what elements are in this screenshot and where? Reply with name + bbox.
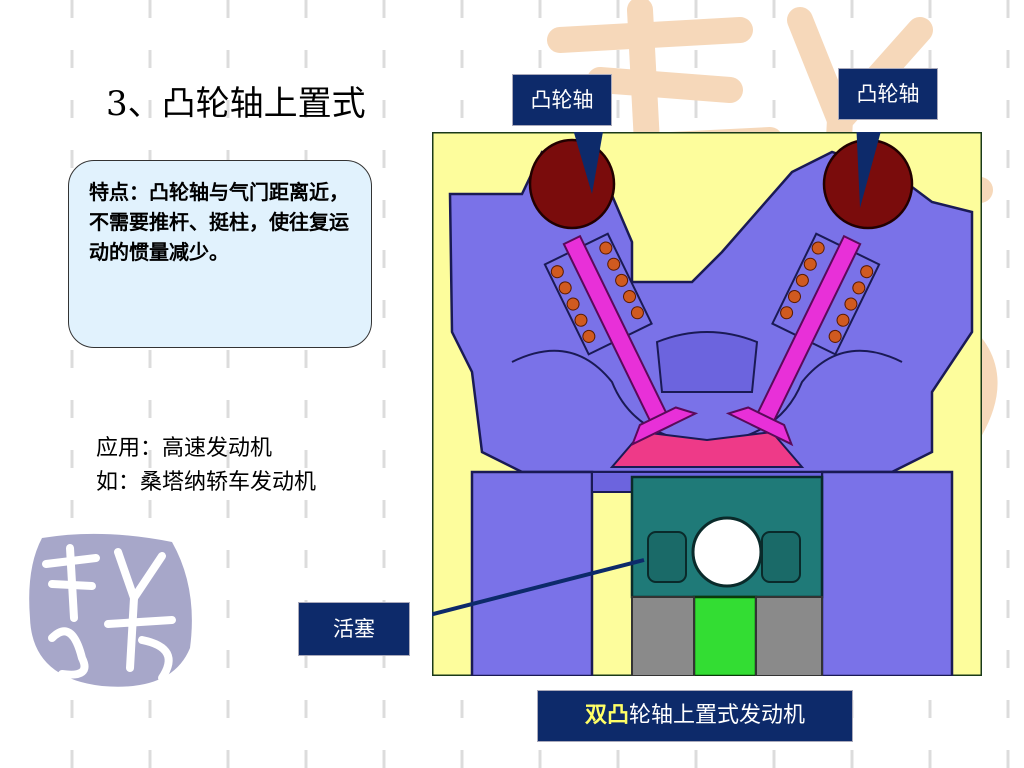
application-text: 应用：高速发动机 如：桑塔纳轿车发动机 [96, 432, 316, 500]
feature-label: 特点： [89, 180, 149, 204]
engine-diagram [432, 132, 982, 676]
feature-box: 特点：凸轮轴与气门距离近，不需要推杆、挺柱，使往复运动的惯量减少。 [68, 160, 372, 348]
caption-highlight: 双凸 [584, 703, 629, 728]
example-line: 如：桑塔纳轿车发动机 [96, 470, 317, 495]
calligraphy-seal-icon [29, 533, 192, 687]
diagram-caption: 双凸轮轴上置式发动机 [537, 690, 853, 742]
piston-callout: 活塞 [298, 602, 410, 656]
feature-text: 凸轮轴与气门距离近，不需要推杆、挺柱，使往复运动的惯量减少。 [89, 180, 349, 264]
camshaft-right-callout: 凸轮轴 [838, 68, 938, 120]
left-cam-lobe [528, 138, 616, 230]
caption-rest: 轮轴上置式发动机 [629, 703, 806, 728]
application-line: 应用：高速发动机 [96, 436, 273, 461]
connecting-rod [692, 595, 758, 676]
slide-title: 3、凸轮轴上置式 [106, 84, 366, 124]
camshaft-left-callout: 凸轮轴 [512, 74, 612, 126]
combustion-chamber [609, 430, 805, 468]
